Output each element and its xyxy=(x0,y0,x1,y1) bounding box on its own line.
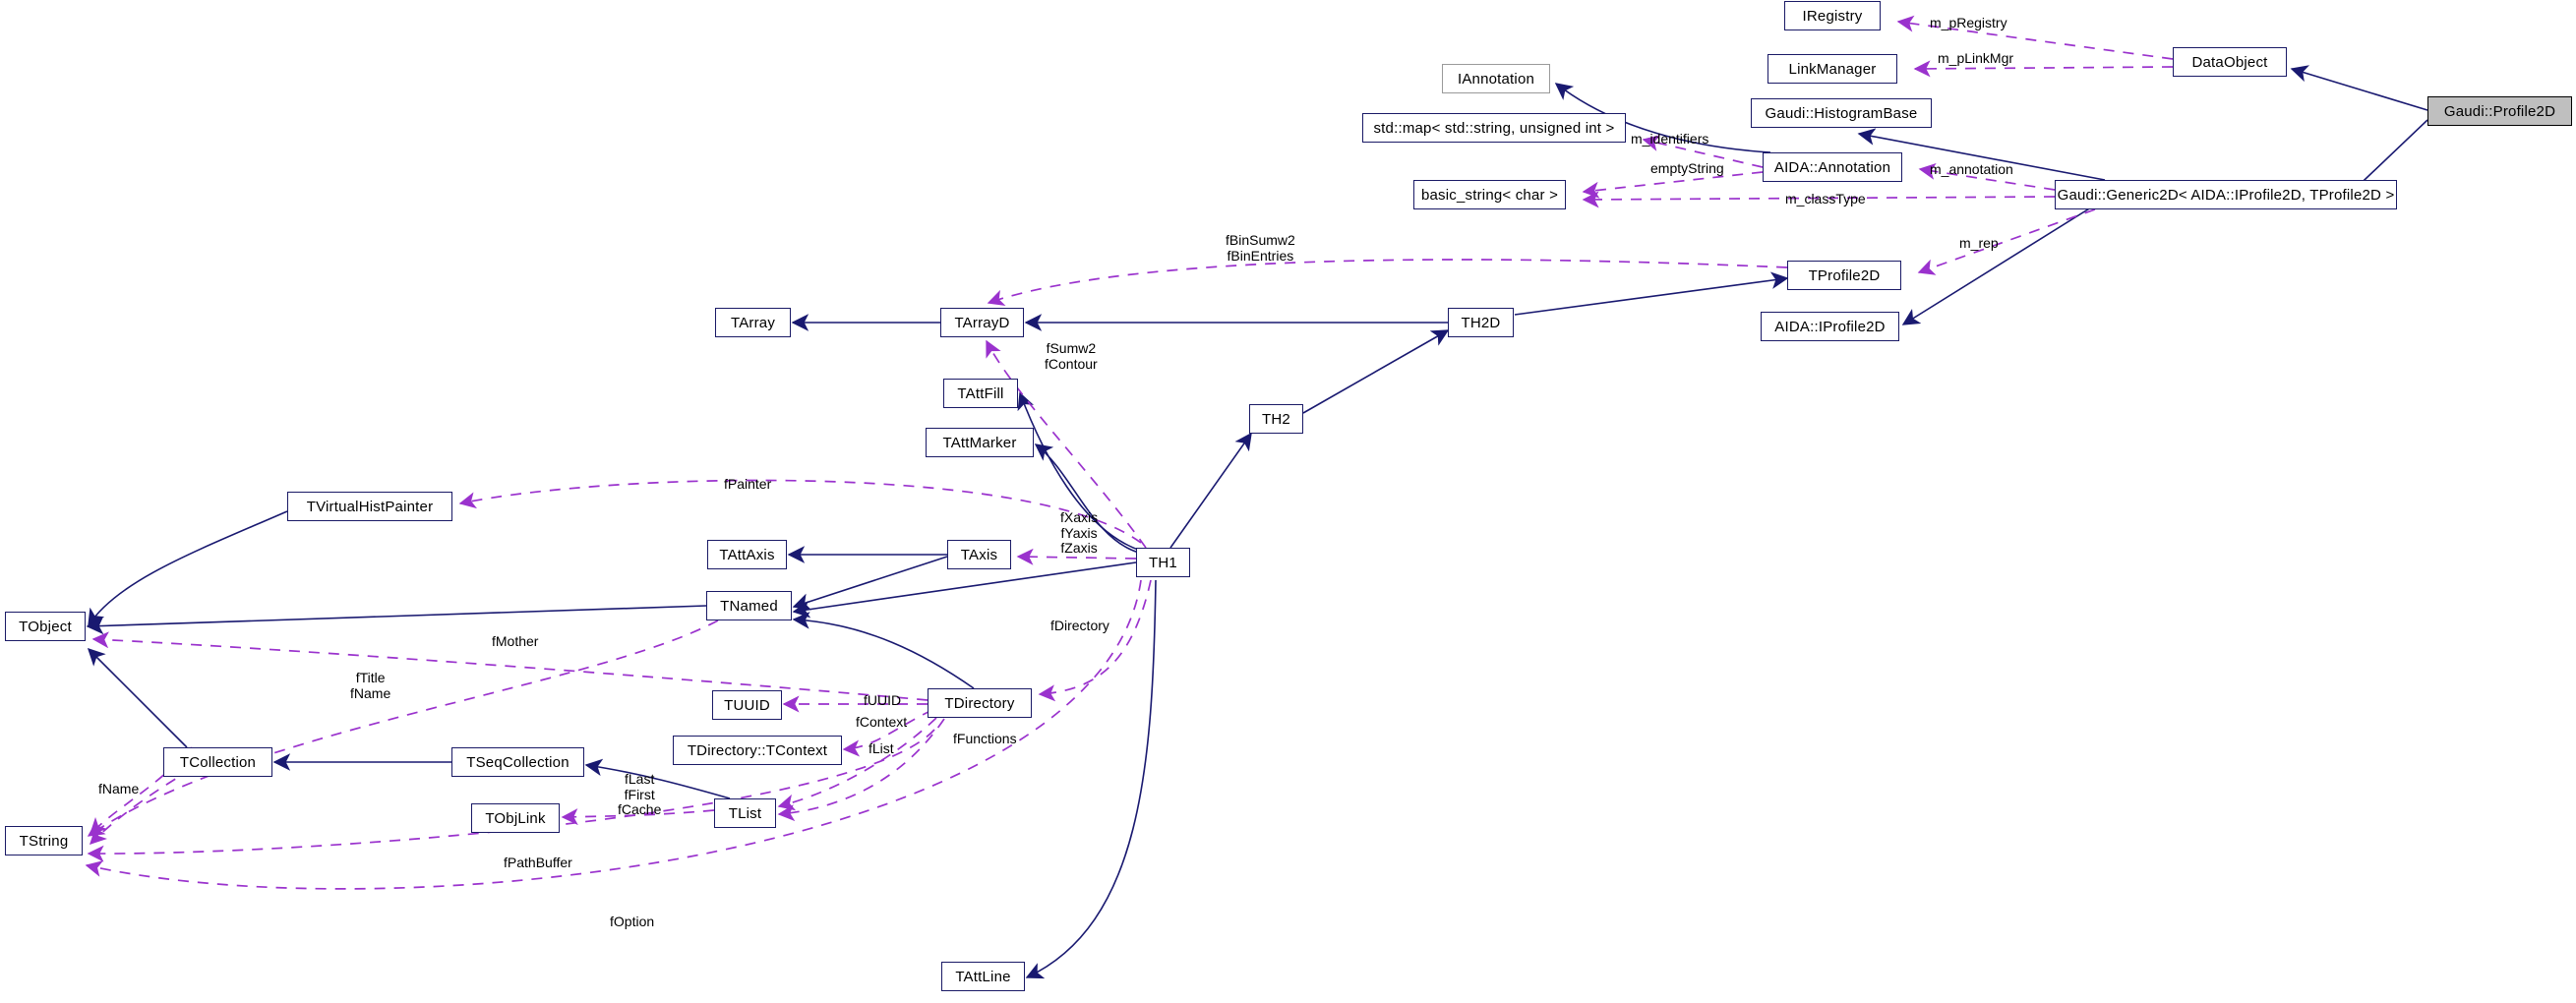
class-node-tseqcollection[interactable]: TSeqCollection xyxy=(451,747,584,777)
class-node-tattline[interactable]: TAttLine xyxy=(941,962,1025,991)
class-node-gaudigeneric2d[interactable]: Gaudi::Generic2D< AIDA::IProfile2D, TPro… xyxy=(2055,180,2397,209)
class-node-tlist[interactable]: TList xyxy=(714,798,776,828)
class-node-tdirectory[interactable]: TDirectory xyxy=(928,688,1032,718)
edge-label-fuuid: fUUID xyxy=(864,692,902,708)
class-node-gaudiprofile2d[interactable]: Gaudi::Profile2D xyxy=(2427,96,2572,126)
usage-edges xyxy=(85,15,2174,890)
class-node-aidaiprofile2d[interactable]: AIDA::IProfile2D xyxy=(1761,312,1899,341)
edge-label-m_rep: m_rep xyxy=(1959,235,1999,251)
edge-label-foption: fOption xyxy=(610,914,655,929)
edge-label-fname: fName xyxy=(98,781,140,796)
class-node-gaudihistbase[interactable]: Gaudi::HistogramBase xyxy=(1751,98,1932,128)
class-node-taxis[interactable]: TAxis xyxy=(947,540,1011,569)
class-node-basicstring[interactable]: basic_string< char > xyxy=(1413,180,1566,209)
class-node-aidaannotation[interactable]: AIDA::Annotation xyxy=(1763,152,1902,182)
edge-label-m_identifiers: m_identifiers xyxy=(1631,131,1709,147)
class-node-tprofile2d[interactable]: TProfile2D xyxy=(1787,261,1901,290)
class-node-tarray[interactable]: TArray xyxy=(715,308,791,337)
class-node-stdmap[interactable]: std::map< std::string, unsigned int > xyxy=(1362,113,1626,143)
class-node-tvirtualhistpainter[interactable]: TVirtualHistPainter xyxy=(287,492,452,521)
class-node-th2[interactable]: TH2 xyxy=(1249,404,1303,434)
class-node-th1[interactable]: TH1 xyxy=(1136,548,1190,577)
class-node-tstring[interactable]: TString xyxy=(5,826,83,856)
edge-label-fdirectory: fDirectory xyxy=(1050,618,1109,633)
class-node-tobjlink[interactable]: TObjLink xyxy=(471,803,560,833)
edge-label-m_annotation: m_annotation xyxy=(1930,161,2013,177)
edge-label-ffunctions: fFunctions xyxy=(953,731,1017,746)
class-node-tcollection[interactable]: TCollection xyxy=(163,747,272,777)
edge-label-m_plinkmgr: m_pLinkMgr xyxy=(1938,50,2014,66)
class-node-linkmanager[interactable]: LinkManager xyxy=(1767,54,1897,84)
class-node-tattfill[interactable]: TAttFill xyxy=(943,379,1018,408)
class-node-dataobject[interactable]: DataObject xyxy=(2173,47,2287,77)
class-node-tnamed[interactable]: TNamed xyxy=(706,591,792,620)
edge-label-fcontext: fContext xyxy=(856,714,908,730)
class-node-th2d[interactable]: TH2D xyxy=(1448,308,1514,337)
inheritance-edges xyxy=(86,65,2428,979)
class-node-iannotation[interactable]: IAnnotation xyxy=(1442,64,1550,93)
class-node-iregistry[interactable]: IRegistry xyxy=(1784,1,1881,30)
class-node-tobject[interactable]: TObject xyxy=(5,612,86,641)
edge-label-fpathbuffer: fPathBuffer xyxy=(504,855,572,870)
edge-label-m_pregistry: m_pRegistry xyxy=(1930,15,2007,30)
class-node-tuuid[interactable]: TUUID xyxy=(712,690,782,720)
edge-label-fmother: fMother xyxy=(492,633,539,649)
edge-label-fpainter: fPainter xyxy=(724,476,772,492)
edge-label-emptystring: emptyString xyxy=(1650,160,1724,176)
edge-label-m_classtype: m_classType xyxy=(1785,191,1866,206)
class-node-tdircontext[interactable]: TDirectory::TContext xyxy=(673,736,842,765)
class-node-tattmarker[interactable]: TAttMarker xyxy=(926,428,1034,457)
class-node-tarrayd[interactable]: TArrayD xyxy=(940,308,1024,337)
edge-label-flist: fList xyxy=(869,740,894,756)
class-node-tattaxis[interactable]: TAttAxis xyxy=(707,540,787,569)
